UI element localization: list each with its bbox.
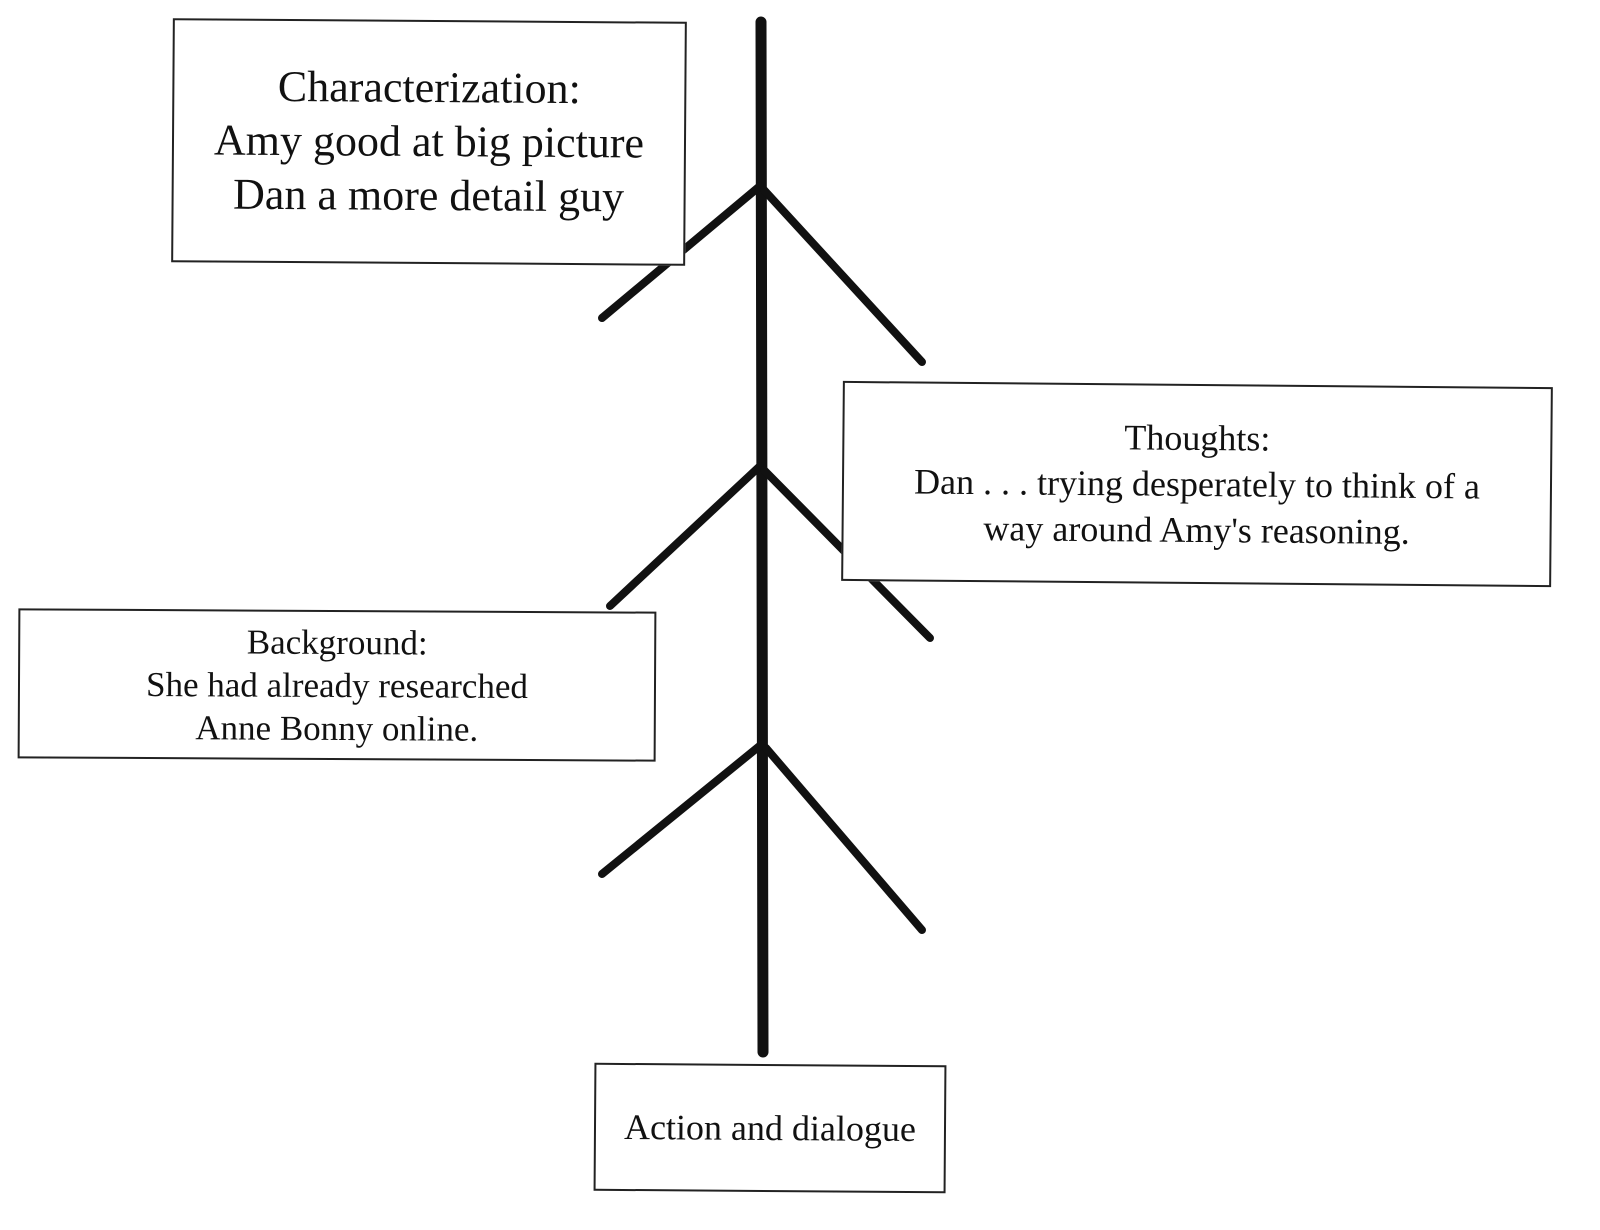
- branch-bottom-left: [598, 740, 766, 878]
- background-line-1: She had already researched: [145, 664, 529, 706]
- characterization-line-1: Amy good at big picture: [213, 115, 645, 168]
- branch-middle-left: [606, 462, 764, 610]
- branch-top-right: [760, 186, 926, 366]
- background-line-2: Anne Bonny online.: [195, 707, 479, 749]
- spine-line: [755, 16, 769, 1058]
- thoughts-line-1: Dan . . . trying desperately to think of…: [913, 461, 1481, 507]
- action-dialogue-label: Action and dialogue: [623, 1106, 917, 1150]
- thoughts-line-2: way around Amy's reasoning.: [983, 508, 1410, 552]
- action-dialogue-box: Action and dialogue: [593, 1062, 947, 1194]
- characterization-heading: Characterization:: [277, 61, 582, 114]
- background-heading: Background:: [246, 622, 428, 662]
- characterization-line-2: Dan a more detail guy: [232, 169, 625, 222]
- characterization-box: Characterization: Amy good at big pictur…: [171, 18, 687, 266]
- thoughts-heading: Thoughts:: [1124, 417, 1271, 459]
- thoughts-box: Thoughts: Dan . . . trying desperately t…: [841, 380, 1553, 588]
- branch-bottom-right: [762, 744, 926, 934]
- background-box: Background: She had already researched A…: [17, 608, 657, 762]
